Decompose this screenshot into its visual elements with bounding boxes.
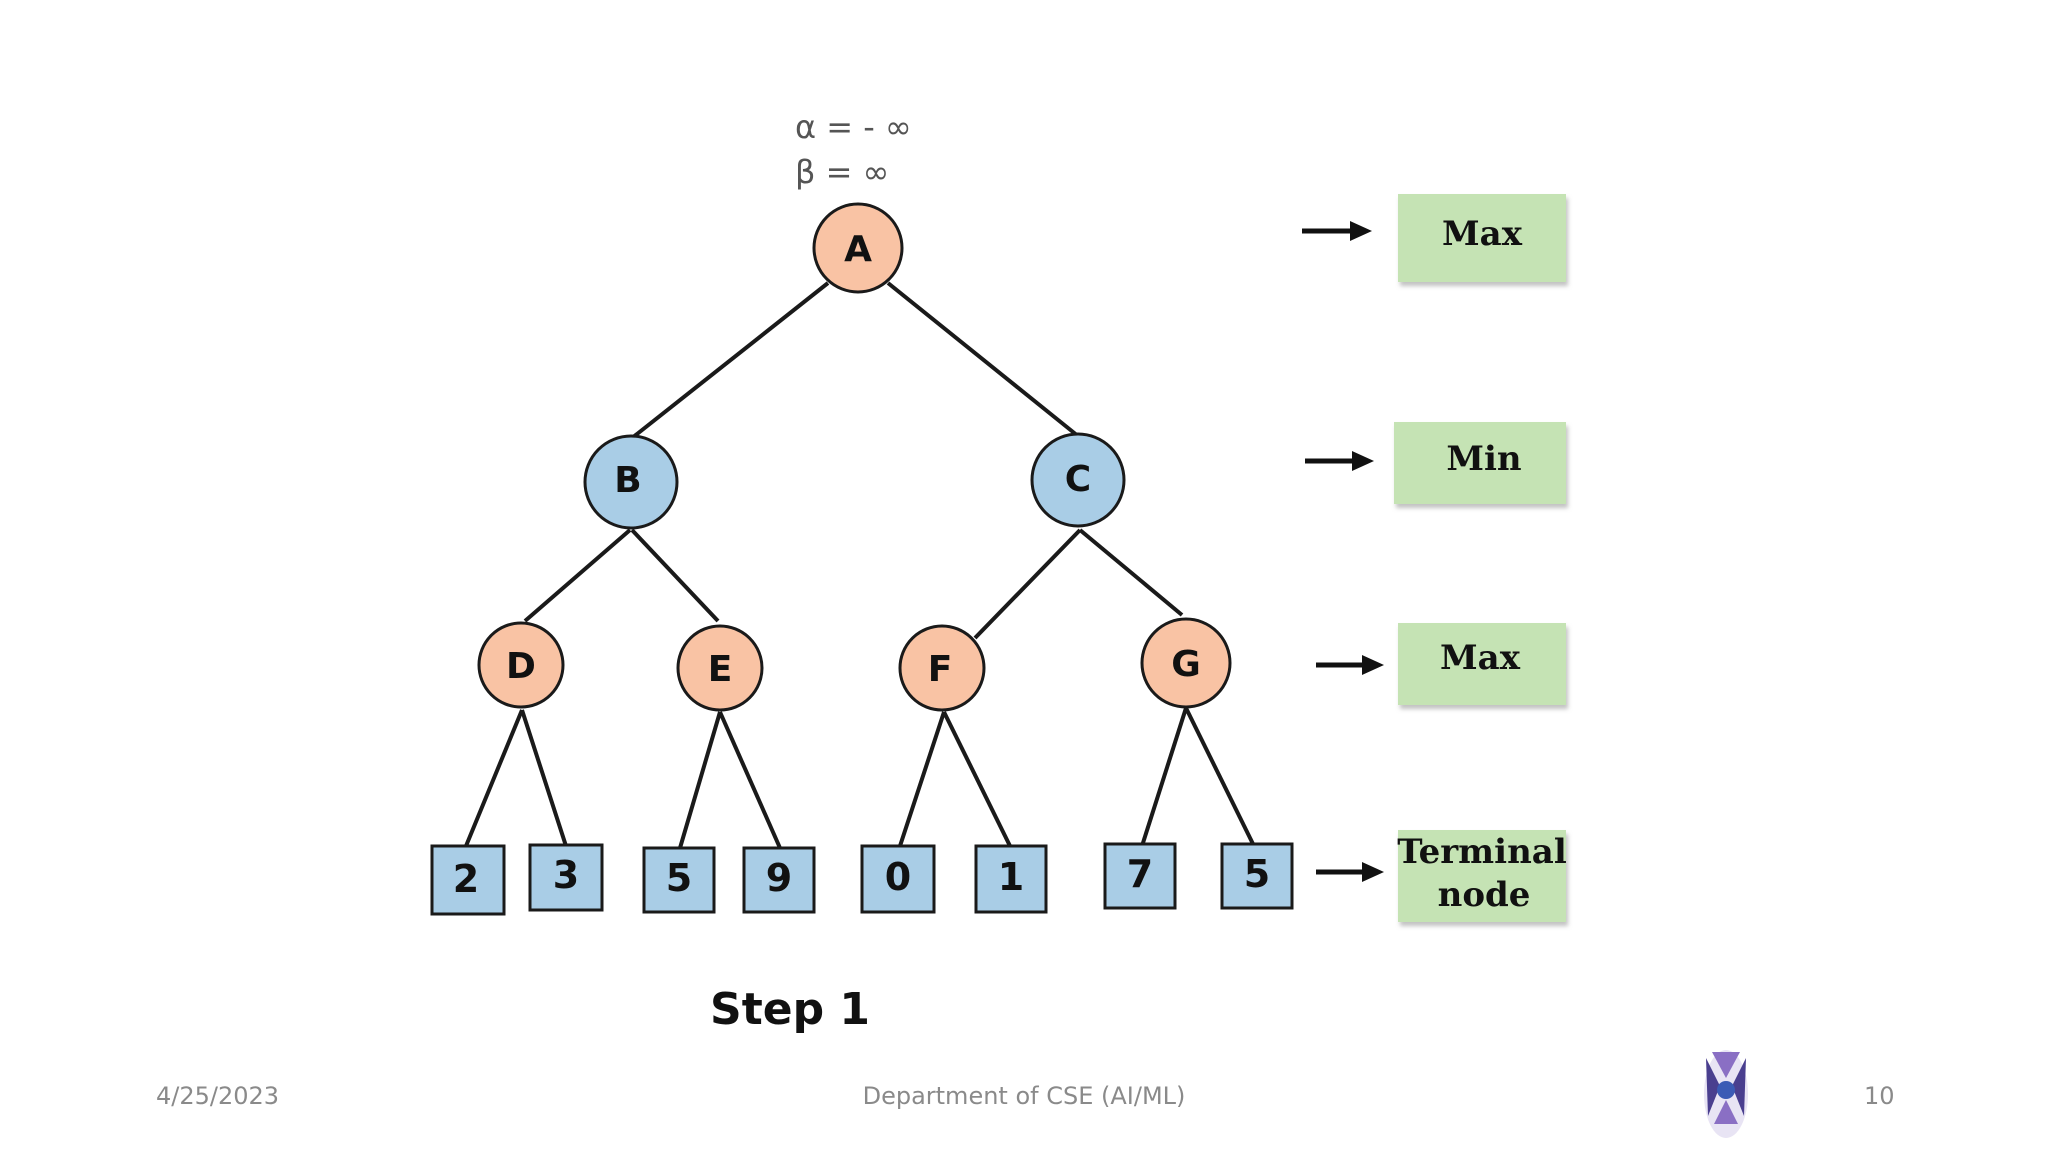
edge-f-leaf6 <box>942 711 1012 847</box>
node-d: D <box>477 621 565 709</box>
leaf-value: 9 <box>766 856 792 900</box>
edge-c-g <box>1078 528 1184 617</box>
edge-e-leaf3 <box>678 711 722 849</box>
node-a-label: A <box>844 229 872 270</box>
node-e-label: E <box>708 649 733 690</box>
arrow-head-icon <box>1350 221 1372 241</box>
level-box-terminal: Terminal node <box>1397 830 1567 922</box>
leaf-value: 5 <box>666 856 692 900</box>
edge-b-e <box>630 528 720 623</box>
leaf-node: 2 <box>430 844 506 916</box>
edge-g-leaf7 <box>1140 707 1188 847</box>
node-g: G <box>1140 617 1232 709</box>
step-caption: Step 1 <box>710 984 870 1035</box>
node-c-label: C <box>1065 459 1091 500</box>
leaf-node: 7 <box>1103 842 1177 910</box>
edge-a-c <box>886 281 1080 438</box>
leaf-value: 1 <box>998 855 1024 899</box>
leaf-value: 3 <box>553 853 579 897</box>
leaf-value: 5 <box>1244 852 1270 896</box>
level-label: Min <box>1446 439 1521 479</box>
leaf-node: 0 <box>860 844 936 914</box>
leaf-node: 5 <box>1220 842 1294 910</box>
node-d-label: D <box>506 646 536 687</box>
edge-a-b <box>630 281 830 440</box>
edge-g-leaf8 <box>1184 707 1256 847</box>
footer-department: Department of CSE (AI/ML) <box>862 1082 1186 1110</box>
leaf-node: 5 <box>642 846 716 914</box>
terminal-leaves: 2 3 5 9 0 1 7 5 <box>430 842 1294 916</box>
node-f: F <box>898 624 986 712</box>
node-e: E <box>676 624 764 712</box>
level-box-min: Min <box>1394 422 1566 504</box>
leaf-node: 3 <box>528 843 604 912</box>
edge-e-leaf4 <box>718 711 782 849</box>
arrow-head-icon <box>1362 862 1384 882</box>
level-box-max-2: Max <box>1398 623 1566 705</box>
edge-b-d <box>523 528 632 623</box>
leaf-value: 2 <box>453 857 479 901</box>
node-f-label: F <box>928 649 953 690</box>
edge-c-f <box>973 528 1082 640</box>
level-box-max-1: Max <box>1398 194 1566 282</box>
level-label: Max <box>1440 638 1521 678</box>
edge-f-leaf5 <box>898 711 946 847</box>
edge-d-leaf2 <box>520 709 568 847</box>
footer-page-number: 10 <box>1864 1082 1895 1110</box>
node-a: A <box>812 202 904 294</box>
level-arrows <box>1302 221 1384 882</box>
leaf-node: 1 <box>974 844 1048 914</box>
alpha-label: α = - ∞ <box>795 108 912 146</box>
node-b-label: B <box>614 460 641 501</box>
level-label-line2: node <box>1438 875 1531 915</box>
arrow-head-icon <box>1352 451 1374 471</box>
node-c: C <box>1030 432 1126 528</box>
leaf-value: 7 <box>1127 852 1153 896</box>
node-g-label: G <box>1171 644 1201 685</box>
level-label: Max <box>1442 214 1523 254</box>
edge-d-leaf1 <box>464 709 524 847</box>
arrow-head-icon <box>1362 655 1384 675</box>
leaf-value: 0 <box>885 855 911 899</box>
beta-label: β = ∞ <box>795 153 889 191</box>
level-label-line1: Terminal <box>1397 832 1567 872</box>
tree-edges <box>464 281 1256 849</box>
leaf-node: 9 <box>742 846 816 914</box>
footer-date: 4/25/2023 <box>156 1082 280 1110</box>
node-b: B <box>583 434 679 530</box>
institution-logo-icon <box>1704 1050 1748 1138</box>
